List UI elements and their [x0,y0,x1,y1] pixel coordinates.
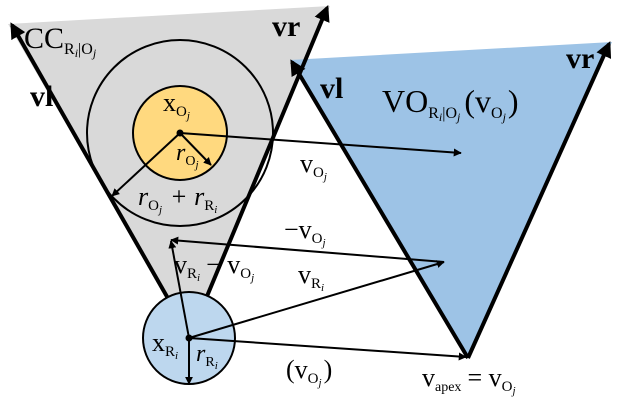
negative-obstacle-velocity-label: −vOj [284,215,326,249]
obstacle-velocity-arrow [179,132,462,157]
cc-vr-label: vr [272,10,300,43]
cc-label: CCRi|Oj [24,22,97,60]
enlarged-radius-arrow [111,132,181,197]
vo-vl-label: vl [320,72,343,105]
obstacle-radius-label: rOj [176,140,199,171]
vo-vr-edge [466,41,612,359]
vo-label: VORi|Oj(vOj) [382,83,519,124]
enlarged-obstacle-circle [86,39,274,227]
robot-velocity-label: vRi [298,260,324,294]
apex-velocity-arrow [188,337,467,361]
vo-vl-edge [290,59,470,360]
relative-velocity-label: vRi− vOj [174,250,254,284]
robot-position-label: xRi [152,328,178,362]
robot-radius-label: rRi [196,341,218,372]
cc-vl-label: vl [30,80,53,113]
obstacle-velocity-label: vOj [300,149,327,183]
paren-obstacle-velocity-label: (vOj) [286,355,332,389]
relative-velocity-arrow [168,240,190,339]
vo-vr-label: vr [566,42,594,75]
robot-velocity-arrow [188,260,445,339]
obstacle-radius-arrow [179,132,212,166]
obstacle-position-label: xOj [163,88,190,122]
enlarged-radius-label: rOj+ rRi [138,182,217,216]
negative-obstacle-velocity-arrow [170,236,445,263]
apex-label: vapex= vOj [422,363,516,397]
velocity-obstacle [290,42,612,358]
